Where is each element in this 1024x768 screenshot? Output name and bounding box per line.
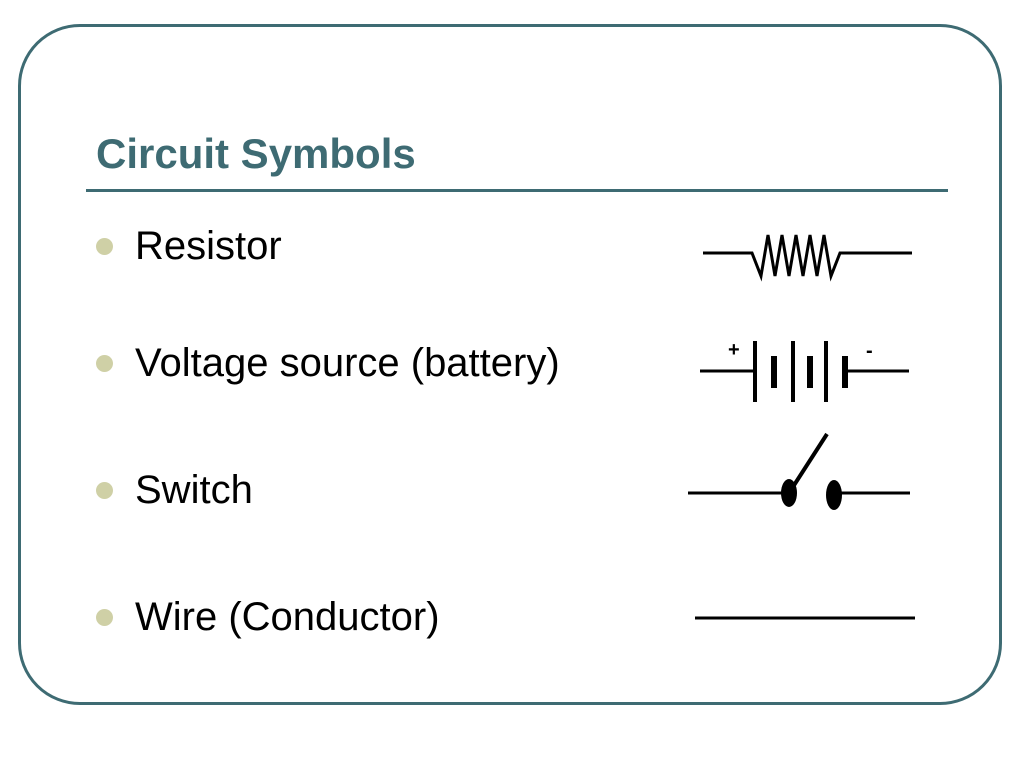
slide-frame bbox=[18, 24, 1002, 705]
wire-symbol-icon bbox=[695, 616, 915, 620]
item-label-battery: Voltage source (battery) bbox=[135, 340, 560, 385]
slide-title: Circuit Symbols bbox=[96, 130, 416, 177]
battery-positive-label: + bbox=[728, 339, 740, 361]
item-label-resistor: Resistor bbox=[135, 223, 282, 268]
bullet-icon bbox=[96, 608, 113, 626]
list-item-wire: Wire (Conductor) bbox=[96, 592, 440, 642]
list-item-switch: Switch bbox=[96, 465, 253, 515]
battery-negative-label: - bbox=[866, 340, 873, 362]
list-item-battery: Voltage source (battery) bbox=[96, 338, 560, 388]
bullet-icon bbox=[96, 481, 113, 499]
item-label-switch: Switch bbox=[135, 467, 253, 512]
title-underline bbox=[86, 189, 948, 192]
resistor-symbol-icon bbox=[703, 234, 912, 282]
switch-symbol-icon bbox=[688, 432, 910, 510]
item-label-wire: Wire (Conductor) bbox=[135, 594, 440, 639]
list-item-resistor: Resistor bbox=[96, 221, 282, 271]
bullet-icon bbox=[96, 354, 113, 372]
battery-symbol-icon: + - bbox=[700, 339, 909, 402]
bullet-icon bbox=[96, 237, 113, 255]
